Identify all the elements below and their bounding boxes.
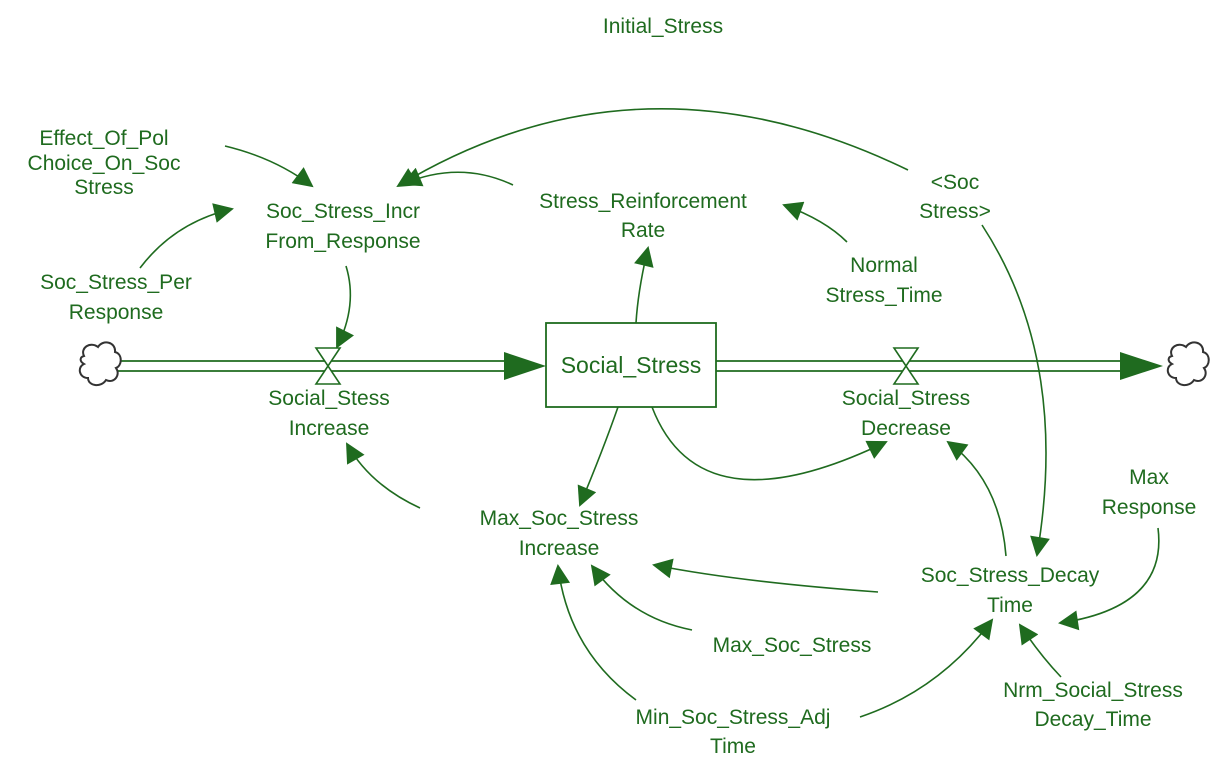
svg-text:From_Response: From_Response	[265, 230, 420, 253]
stress-reinforcement-rate-variable[interactable]: Stress_Reinforcement Rate	[539, 190, 747, 242]
svg-text:Nrm_Social_Stress: Nrm_Social_Stress	[1003, 679, 1183, 702]
stock-label: Social_Stress	[561, 352, 702, 378]
svg-text:Increase: Increase	[289, 417, 370, 440]
causal-links	[139, 108, 1160, 718]
outflow-pipe	[716, 352, 1163, 380]
svg-text:Decrease: Decrease	[861, 417, 951, 440]
svg-text:Stress>: Stress>	[919, 200, 991, 223]
social-stress-stock[interactable]: Social_Stress	[545, 322, 717, 408]
svg-text:Social_Stess: Social_Stess	[268, 387, 389, 410]
svg-text:Increase: Increase	[519, 537, 600, 560]
sink-cloud-icon	[1166, 341, 1210, 386]
svg-text:Min_Soc_Stress_Adj: Min_Soc_Stress_Adj	[636, 706, 831, 729]
nrm-social-stress-decay-time-variable[interactable]: Nrm_Social_Stress Decay_Time	[1003, 679, 1183, 731]
max-soc-stress-variable[interactable]: Max_Soc_Stress	[713, 634, 872, 657]
svg-text:Decay_Time: Decay_Time	[1034, 708, 1151, 731]
normal-stress-time-variable[interactable]: Normal Stress_Time	[825, 254, 942, 307]
svg-text:Time: Time	[710, 735, 756, 758]
svg-text:Rate: Rate	[621, 219, 665, 242]
soc-stress-decay-time-variable[interactable]: Soc_Stress_Decay Time	[921, 564, 1100, 617]
soc-stress-per-response-variable[interactable]: Soc_Stress_Per Response	[40, 271, 192, 324]
soc-stress-shadow-variable[interactable]: <Soc Stress>	[919, 171, 991, 223]
svg-text:Max_Soc_Stress: Max_Soc_Stress	[480, 507, 639, 530]
max-soc-stress-increase-variable[interactable]: Max_Soc_Stress Increase	[480, 507, 639, 560]
inflow-label[interactable]: Social_Stess Increase	[268, 387, 389, 440]
svg-text:Max_Soc_Stress: Max_Soc_Stress	[713, 634, 872, 657]
inflow-valve-icon[interactable]	[314, 347, 342, 385]
svg-text:Stress_Reinforcement: Stress_Reinforcement	[539, 190, 747, 213]
svg-text:Max: Max	[1129, 466, 1169, 489]
svg-text:Choice_On_Soc: Choice_On_Soc	[28, 152, 181, 175]
min-soc-stress-adj-time-variable[interactable]: Min_Soc_Stress_Adj Time	[636, 706, 831, 758]
svg-text:Stress: Stress	[74, 176, 134, 199]
svg-text:Soc_Stress_Incr: Soc_Stress_Incr	[266, 200, 420, 223]
svg-text:Social_Stress: Social_Stress	[842, 387, 970, 410]
svg-text:Normal: Normal	[850, 254, 918, 277]
source-cloud-icon	[78, 341, 122, 386]
soc-stress-incr-variable[interactable]: Soc_Stress_Incr From_Response	[265, 200, 420, 253]
initial-stress-variable[interactable]: Initial_Stress	[603, 15, 723, 38]
svg-text:Soc_Stress_Decay: Soc_Stress_Decay	[921, 564, 1100, 587]
svg-text:Initial_Stress: Initial_Stress	[603, 15, 723, 38]
svg-text:Response: Response	[69, 301, 164, 324]
svg-text:<Soc: <Soc	[931, 171, 979, 194]
svg-text:Response: Response	[1102, 496, 1197, 519]
outflow-label[interactable]: Social_Stress Decrease	[842, 387, 970, 440]
svg-text:Stress_Time: Stress_Time	[825, 284, 942, 307]
max-response-variable[interactable]: Max Response	[1102, 466, 1197, 519]
svg-text:Time: Time	[987, 594, 1033, 617]
svg-text:Soc_Stress_Per: Soc_Stress_Per	[40, 271, 192, 294]
effect-of-pol-choice-variable[interactable]: Effect_Of_Pol Choice_On_Soc Stress	[28, 127, 181, 199]
inflow-pipe	[118, 352, 546, 380]
svg-text:Effect_Of_Pol: Effect_Of_Pol	[39, 127, 168, 150]
outflow-valve-icon[interactable]	[892, 347, 920, 385]
